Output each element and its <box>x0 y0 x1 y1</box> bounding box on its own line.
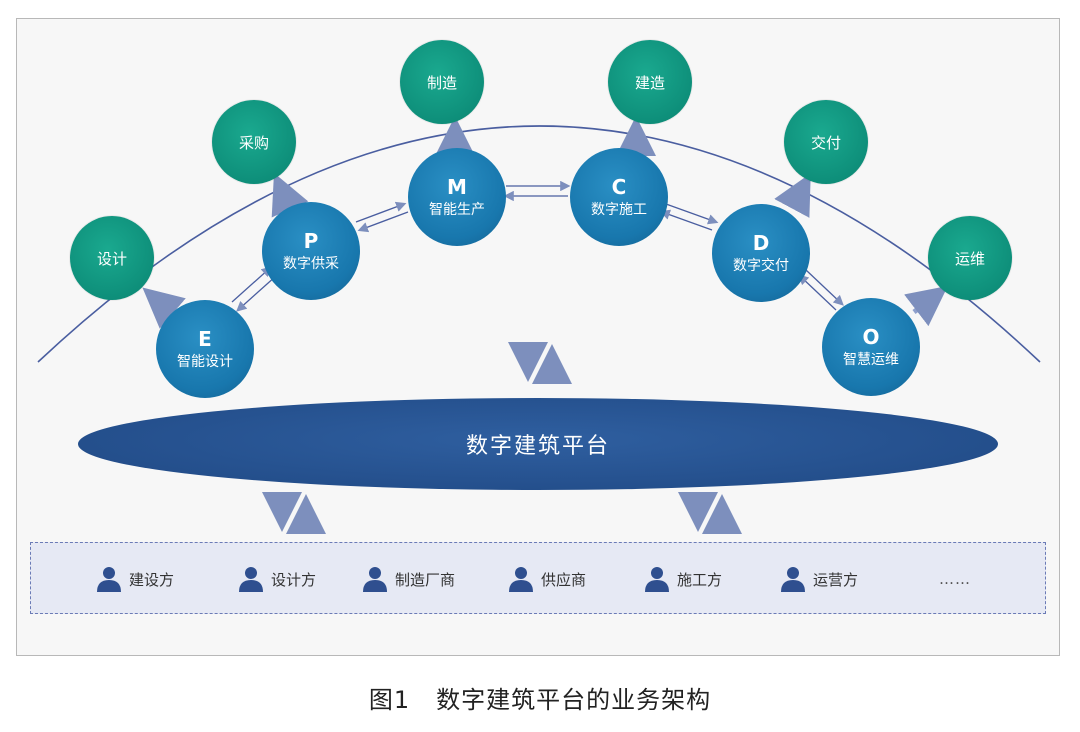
participant-label: 建设方 <box>129 570 175 589</box>
outer-node-label: 运维 <box>954 249 985 268</box>
updown-arrows-left <box>262 492 326 534</box>
participant-label: 制造厂商 <box>395 570 456 589</box>
participant-label: 施工方 <box>677 570 723 589</box>
stage-letter: O <box>862 325 880 349</box>
digital-building-platform: 数字建筑平台 <box>78 398 998 490</box>
person-icon <box>645 567 669 592</box>
outer-node-delivery: 交付 <box>784 100 868 184</box>
platform-label: 数字建筑平台 <box>465 434 610 459</box>
figure-caption: 图1 数字建筑平台的业务架构 <box>368 686 712 714</box>
participant-manufacturer: 制造厂商 <box>361 565 455 593</box>
participants-bar: 建设方 设计方 制造厂商 供应商 施工方 运营方 …… <box>30 542 1046 614</box>
outer-node-build: 建造 <box>608 40 692 124</box>
stage-letter: P <box>303 229 319 253</box>
stage-node-o: O 智慧运维 <box>822 298 920 396</box>
stage-label: 智能设计 <box>177 354 233 370</box>
outer-node-label: 建造 <box>634 73 665 92</box>
connector-p-m <box>355 201 409 233</box>
stage-label: 智慧运维 <box>843 352 899 368</box>
stage-label: 数字供采 <box>283 256 339 272</box>
person-icon <box>97 567 121 592</box>
arrow-o-to-operation <box>904 285 948 327</box>
outer-node-label: 采购 <box>238 133 269 152</box>
person-icon <box>363 567 387 592</box>
stage-label: 数字交付 <box>733 258 789 274</box>
participant-supplier: 供应商 <box>507 565 586 593</box>
outer-node-label: 交付 <box>810 133 841 152</box>
stage-node-m: M 智能生产 <box>408 148 506 246</box>
participant-operator: 运营方 <box>779 565 858 593</box>
stage-label: 智能生产 <box>429 202 485 218</box>
updown-arrows-top <box>508 342 572 384</box>
person-icon <box>239 567 263 592</box>
person-icon <box>781 567 805 592</box>
outer-node-label: 制造 <box>426 73 457 92</box>
connector-e-p <box>231 266 277 312</box>
outer-node-operation: 运维 <box>928 216 1012 300</box>
participant-label: 供应商 <box>541 570 587 589</box>
stage-letter: E <box>198 327 212 351</box>
stage-node-d: D 数字交付 <box>712 204 810 302</box>
outer-node-manufacture: 制造 <box>400 40 484 124</box>
participant-label: 运营方 <box>813 570 859 589</box>
person-icon <box>509 567 533 592</box>
outer-node-design: 设计 <box>70 216 154 300</box>
stage-label: 数字施工 <box>591 202 647 218</box>
stage-node-p: P 数字供采 <box>262 202 360 300</box>
outer-node-purchase: 采购 <box>212 100 296 184</box>
stage-node-c: C 数字施工 <box>570 148 668 246</box>
participants-more: …… <box>939 570 971 588</box>
connector-d-o <box>798 269 844 311</box>
lifecycle-arc <box>37 125 1041 363</box>
arrow-d-to-delivery <box>774 173 811 218</box>
connector-m-c <box>503 180 571 202</box>
stage-node-e: E 智能设计 <box>156 300 254 398</box>
stage-letter: M <box>447 175 467 199</box>
updown-arrows-right <box>678 492 742 534</box>
connector-c-d <box>659 203 719 231</box>
outer-node-label: 设计 <box>96 249 127 268</box>
participant-owner: 建设方 <box>95 565 174 593</box>
stage-letter: C <box>611 175 627 199</box>
participant-contractor: 施工方 <box>643 565 722 593</box>
participant-designer: 设计方 <box>237 565 316 593</box>
participant-label: 设计方 <box>271 570 317 589</box>
stage-letter: D <box>752 231 770 255</box>
